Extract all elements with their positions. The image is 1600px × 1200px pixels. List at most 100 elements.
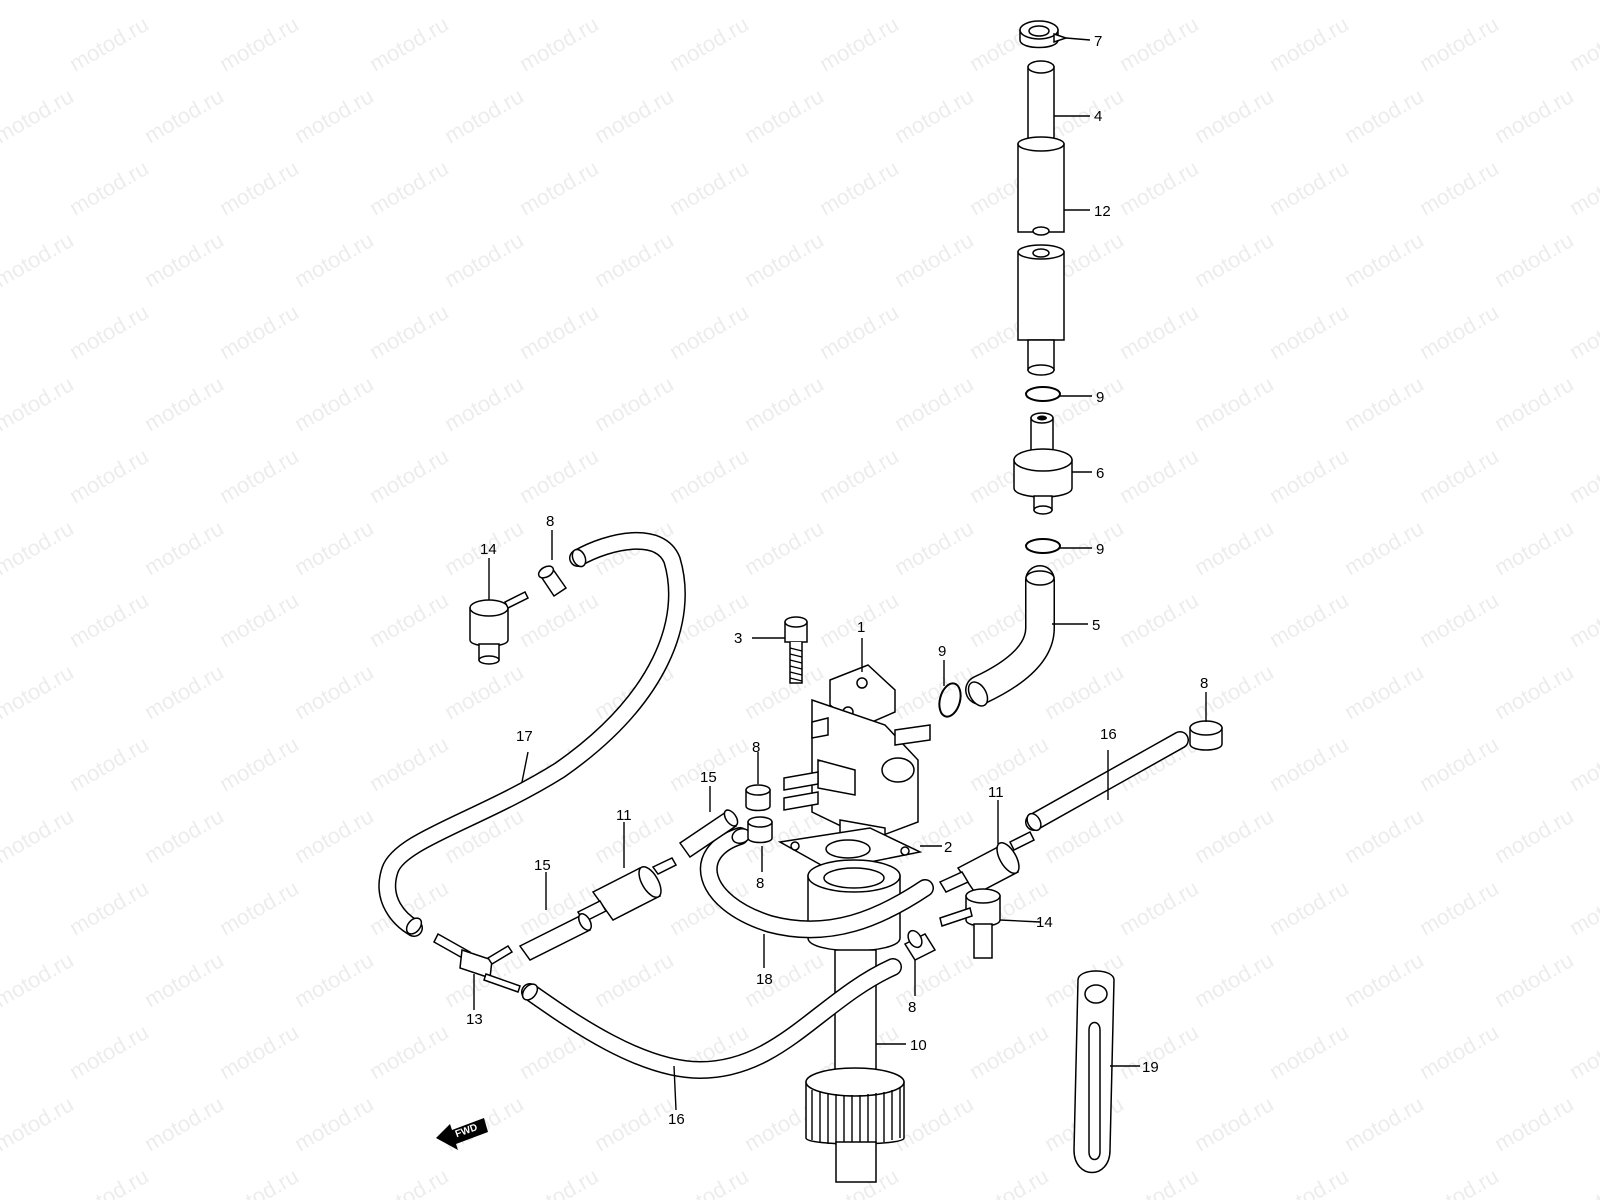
leader-lines [473, 37, 1207, 1111]
watermark-text: motod.ru [0, 515, 78, 580]
callout-13: 13 [466, 1011, 483, 1028]
watermark-text: motod.ru [740, 371, 828, 436]
watermark-text: motod.ru [0, 371, 78, 436]
watermark-text: motod.ru [365, 443, 453, 508]
part-fuel-filter-6 [1013, 412, 1073, 515]
watermark-text: motod.ru [1490, 83, 1578, 148]
watermark-text: motod.ru [0, 443, 3, 508]
watermark-text: motod.ru [0, 947, 78, 1012]
watermark-text: motod.ru [215, 1019, 303, 1084]
watermark-text: motod.ru [890, 227, 978, 292]
callout-12: 12 [1094, 203, 1111, 220]
watermark-text: motod.ru [215, 299, 303, 364]
watermark-text: motod.ru [1190, 0, 1278, 4]
callout-9: 9 [1096, 541, 1104, 558]
part-filter-11-left [576, 857, 678, 923]
callout-7: 7 [1094, 33, 1102, 50]
watermark-text: motod.ru [590, 83, 678, 148]
watermark-text: motod.ru [290, 227, 378, 292]
watermark-text: motod.ru [1040, 659, 1128, 724]
callout-1: 1 [857, 619, 865, 636]
watermark-text: motod.ru [515, 299, 603, 364]
watermark-text: motod.ru [290, 1091, 378, 1156]
watermark-text: motod.ru [740, 947, 828, 1012]
part-hose-16-right [1025, 731, 1189, 832]
callout-3: 3 [734, 630, 742, 647]
watermark-text: motod.ru [215, 11, 303, 76]
watermark-text: motod.ru [1265, 587, 1353, 652]
watermark-text: motod.ru [0, 875, 3, 940]
callout-11: 11 [988, 784, 1004, 801]
callout-16: 16 [1100, 726, 1117, 743]
watermark-text: motod.ru [890, 0, 978, 4]
part-hose-15-upper [678, 809, 739, 859]
watermark-text: motod.ru [140, 227, 228, 292]
watermark-text: motod.ru [0, 11, 3, 76]
watermark-text: motod.ru [740, 515, 828, 580]
watermark-text: motod.ru [440, 659, 528, 724]
watermark-text: motod.ru [1565, 1019, 1600, 1084]
watermark-text: motod.ru [815, 155, 903, 220]
watermark-text: motod.ru [290, 371, 378, 436]
watermark-text: motod.ru [1190, 371, 1278, 436]
watermark-text: motod.ru [1565, 1163, 1600, 1200]
watermark-text: motod.ru [665, 731, 753, 796]
watermark-text: motod.ru [140, 947, 228, 1012]
watermark-text: motod.ru [965, 1019, 1053, 1084]
watermark-text: motod.ru [65, 875, 153, 940]
watermark-text: motod.ru [215, 875, 303, 940]
callout-19: 19 [1142, 1059, 1159, 1076]
watermark-text: motod.ru [290, 83, 378, 148]
watermark-text: motod.ru [365, 1163, 453, 1200]
watermark-text: motod.ru [665, 443, 753, 508]
watermark-text: motod.ru [740, 227, 828, 292]
callout-15: 15 [534, 857, 551, 874]
callout-17: 17 [516, 728, 533, 745]
watermark-text: motod.ru [365, 11, 453, 76]
watermark-text: motod.ru [1265, 731, 1353, 796]
watermark-text: motod.ru [440, 227, 528, 292]
watermark-text: motod.ru [515, 155, 603, 220]
watermark-text: motod.ru [0, 299, 3, 364]
watermark-text: motod.ru [1340, 83, 1428, 148]
watermark-text: motod.ru [1490, 947, 1578, 1012]
watermark-text: motod.ru [1265, 299, 1353, 364]
watermark-text: motod.ru [1340, 371, 1428, 436]
part-hose-5 [965, 565, 1055, 707]
watermark-text: motod.ru [290, 515, 378, 580]
watermark-text: motod.ru [1190, 227, 1278, 292]
watermark-text: motod.ru [215, 155, 303, 220]
watermark-text: motod.ru [1415, 443, 1503, 508]
fwd-direction-badge: FWD [436, 1118, 488, 1150]
watermark-text: motod.ru [815, 443, 903, 508]
callout-8: 8 [756, 875, 764, 892]
watermark-text: motod.ru [665, 11, 753, 76]
watermark-text: motod.ru [1490, 803, 1578, 868]
watermark-text: motod.ru [1415, 1019, 1503, 1084]
watermark-text: motod.ru [440, 83, 528, 148]
watermark-text: motod.ru [365, 1019, 453, 1084]
part-sleeve-8-right [1189, 720, 1223, 751]
watermark-text: motod.ru [890, 83, 978, 148]
watermark-text: motod.ru [1115, 299, 1203, 364]
part-clip-9-top [1025, 386, 1061, 402]
watermark-text: motod.ru [1265, 155, 1353, 220]
watermark-text: motod.ru [140, 83, 228, 148]
watermark-text: motod.ru [740, 83, 828, 148]
watermark-text: motod.ru [65, 1163, 153, 1200]
watermark-text: motod.ru [1565, 299, 1600, 364]
part-hose-17 [378, 531, 686, 937]
watermark-text: motod.ru [0, 803, 78, 868]
callout-8: 8 [546, 513, 554, 530]
watermark-text: motod.ru [1265, 11, 1353, 76]
watermark-text: motod.ru [590, 1091, 678, 1156]
part-clamp-7 [1019, 20, 1069, 49]
callout-labels: 7 4 12 9 6 9 5 8 14 1 3 9 8 16 17 8 15 1… [466, 33, 1208, 1128]
part-hose-15-lower [518, 913, 592, 961]
callout-10: 10 [910, 1037, 927, 1054]
watermark-text: motod.ru [1415, 1163, 1503, 1200]
watermark-text: motod.ru [365, 155, 453, 220]
watermark-text: motod.ru [65, 587, 153, 652]
part-filter-11-right [938, 830, 1036, 895]
watermark-text: motod.ru [65, 731, 153, 796]
